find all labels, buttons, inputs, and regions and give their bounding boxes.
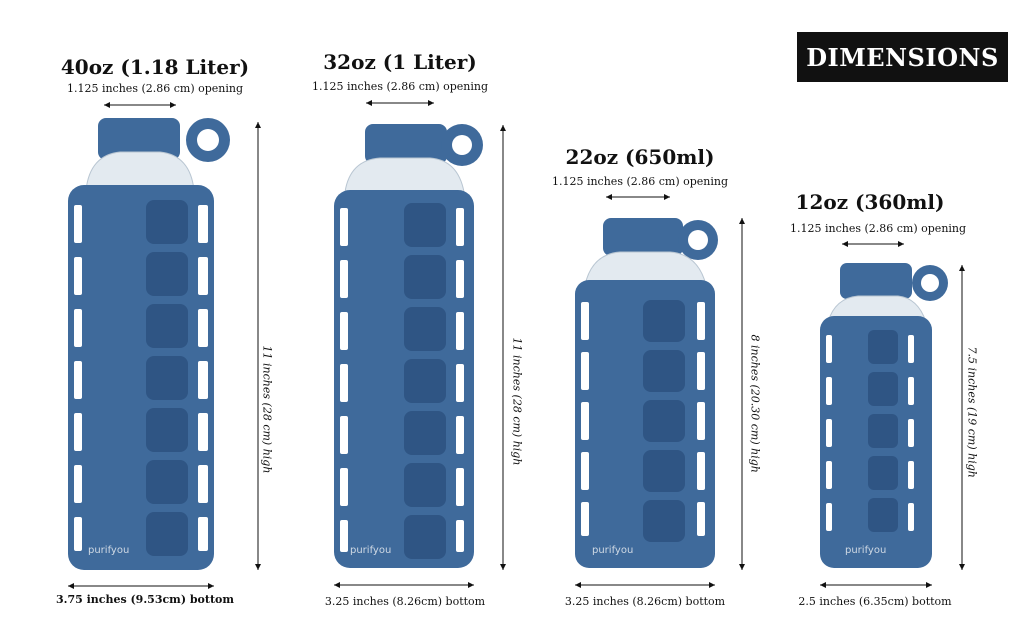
bottle-3-opening-arrow xyxy=(606,194,670,200)
bottle-1 xyxy=(68,118,230,570)
bottle-3-height-label: 8 inches (20.30 cm) high xyxy=(748,334,762,473)
bottle-4-height-arrow xyxy=(959,265,965,570)
bottle-2-bottom-label: 3.25 inches (8.26cm) bottom xyxy=(324,595,486,608)
bottle-2-height-arrow xyxy=(500,125,506,570)
bottle-1-brand: purifyou xyxy=(88,545,130,556)
bottle-2-opening-arrow xyxy=(366,100,434,106)
bottle-3 xyxy=(575,218,718,568)
bottle-1-title: 40oz (1.18 Liter) xyxy=(60,55,250,79)
bottle-1-height-label: 11 inches (28 cm) high xyxy=(260,345,274,474)
bottle-3-bottom-label: 3.25 inches (8.26cm) bottom xyxy=(564,595,726,608)
bottle-2-height-label: 11 inches (28 cm) high xyxy=(510,337,524,466)
bottle-1-opening-arrow xyxy=(104,102,176,108)
bottle-2-title: 32oz (1 Liter) xyxy=(323,50,477,74)
bottle-2-opening-label: 1.125 inches (2.86 cm) opening xyxy=(311,80,489,93)
bottle-4-height-label: 7.5 inches (19 cm) high xyxy=(965,346,979,478)
bottle-3-opening-label: 1.125 inches (2.86 cm) opening xyxy=(551,175,729,188)
bottle-3-bottom-arrow xyxy=(575,582,715,588)
bottle-4-opening-label: 1.125 inches (2.86 cm) opening xyxy=(790,222,967,235)
bottle-4-bottom-label: 2.5 inches (6.35cm) bottom xyxy=(798,595,952,608)
dimensions-badge: DIMENSIONS xyxy=(797,32,1008,82)
bottle-1-opening-label: 1.125 inches (2.86 cm) opening xyxy=(66,82,244,95)
bottle-1-bottom-label: 3.75 inches (9.53cm) bottom xyxy=(55,593,235,606)
bottle-1-height-arrow xyxy=(255,122,261,570)
bottle-1-bottom-arrow xyxy=(68,583,214,589)
bottle-2-brand: purifyou xyxy=(350,545,392,556)
bottle-3-height-arrow xyxy=(739,218,745,570)
bottle-4 xyxy=(820,263,948,568)
bottle-4-opening-arrow xyxy=(842,241,904,247)
bottle-4-title: 12oz (360ml) xyxy=(795,190,945,214)
bottle-2 xyxy=(334,124,483,568)
bottle-2-bottom-arrow xyxy=(334,582,474,588)
bottle-4-bottom-arrow xyxy=(820,582,932,588)
bottle-3-brand: purifyou xyxy=(592,545,634,556)
bottle-4-brand: purifyou xyxy=(845,545,887,556)
bottle-3-title: 22oz (650ml) xyxy=(565,145,715,169)
